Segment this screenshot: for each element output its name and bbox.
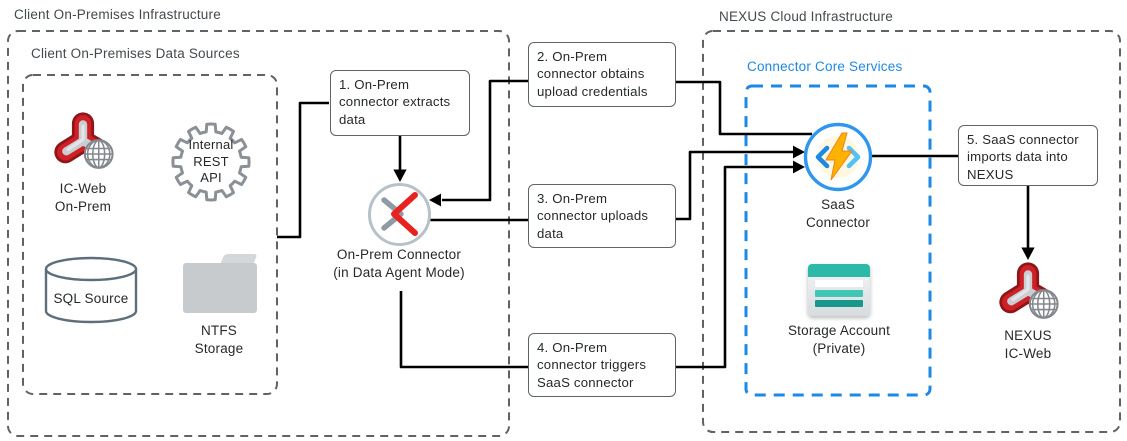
storage-account-icon: [808, 264, 870, 316]
step1-box: 1. On-Prem connector extracts data: [330, 70, 470, 136]
storage-account-label: Storage Account (Private): [787, 323, 891, 357]
sql-source-label: SQL Source: [53, 291, 129, 306]
cloud-infrastructure-title: NEXUS Cloud Infrastructure: [719, 9, 894, 24]
saas-connector-label: SaaS Connector: [805, 197, 871, 231]
connector-core-services-title: Connector Core Services: [747, 59, 903, 74]
ntfs-storage-label: NTFS Storage: [194, 323, 244, 357]
step3-box: 3. On-Prem connector uploads data: [528, 184, 676, 248]
arrowhead-step1-down: [393, 169, 407, 182]
connector-core-services-box: [744, 84, 932, 397]
arrowhead-into-connector: [429, 193, 441, 207]
rest-api-label: Internal REST API: [188, 137, 234, 186]
sql-source-icon: [44, 256, 138, 324]
arrowhead-step4-into-saas: [793, 160, 805, 174]
nexus-icweb-icon: [991, 258, 1065, 326]
arrowhead-into-nexus: [1021, 247, 1035, 260]
storage-stripe-white: [815, 280, 863, 287]
data-sources-title: Client On-Premises Data Sources: [31, 46, 240, 61]
line-sources-to-step1: [277, 101, 329, 239]
line-connector-to-step4: [399, 291, 528, 369]
data-sources-box: [22, 74, 278, 395]
onprem-connector-icon: [368, 183, 431, 246]
onprem-infrastructure-box: [7, 30, 510, 437]
rest-api-gear-icon: [171, 122, 251, 202]
onprem-connector-label: On-Prem Connector (in Data Agent Mode): [333, 247, 465, 281]
storage-header-bar: [808, 264, 870, 277]
ntfs-folder-icon: [183, 263, 257, 313]
step5-box: 5. SaaS connector imports data into NEXU…: [958, 125, 1098, 186]
line-step2-to-connector: [442, 79, 528, 202]
line-step2-to-saas: [676, 80, 812, 136]
arrowhead-step3-into-saas: [793, 145, 805, 159]
icweb-onprem-icon: [46, 108, 120, 176]
storage-stripe-dark: [815, 300, 863, 307]
onprem-infrastructure-title: Client On-Premises Infrastructure: [14, 7, 221, 22]
line-step3-to-saas: [676, 150, 793, 221]
line-step4-to-saas: [676, 165, 793, 369]
saas-connector-icon: [803, 122, 873, 192]
nexus-icweb-label: NEXUS IC-Web: [1004, 328, 1052, 362]
step4-box: 4. On-Prem connector triggers SaaS conne…: [528, 333, 676, 397]
cloud-infrastructure-box: [702, 30, 1121, 433]
icweb-onprem-label: IC-Web On-Prem: [54, 181, 112, 215]
storage-stripe-teal: [815, 290, 863, 297]
step2-box: 2. On-Prem connector obtains upload cred…: [528, 42, 676, 107]
